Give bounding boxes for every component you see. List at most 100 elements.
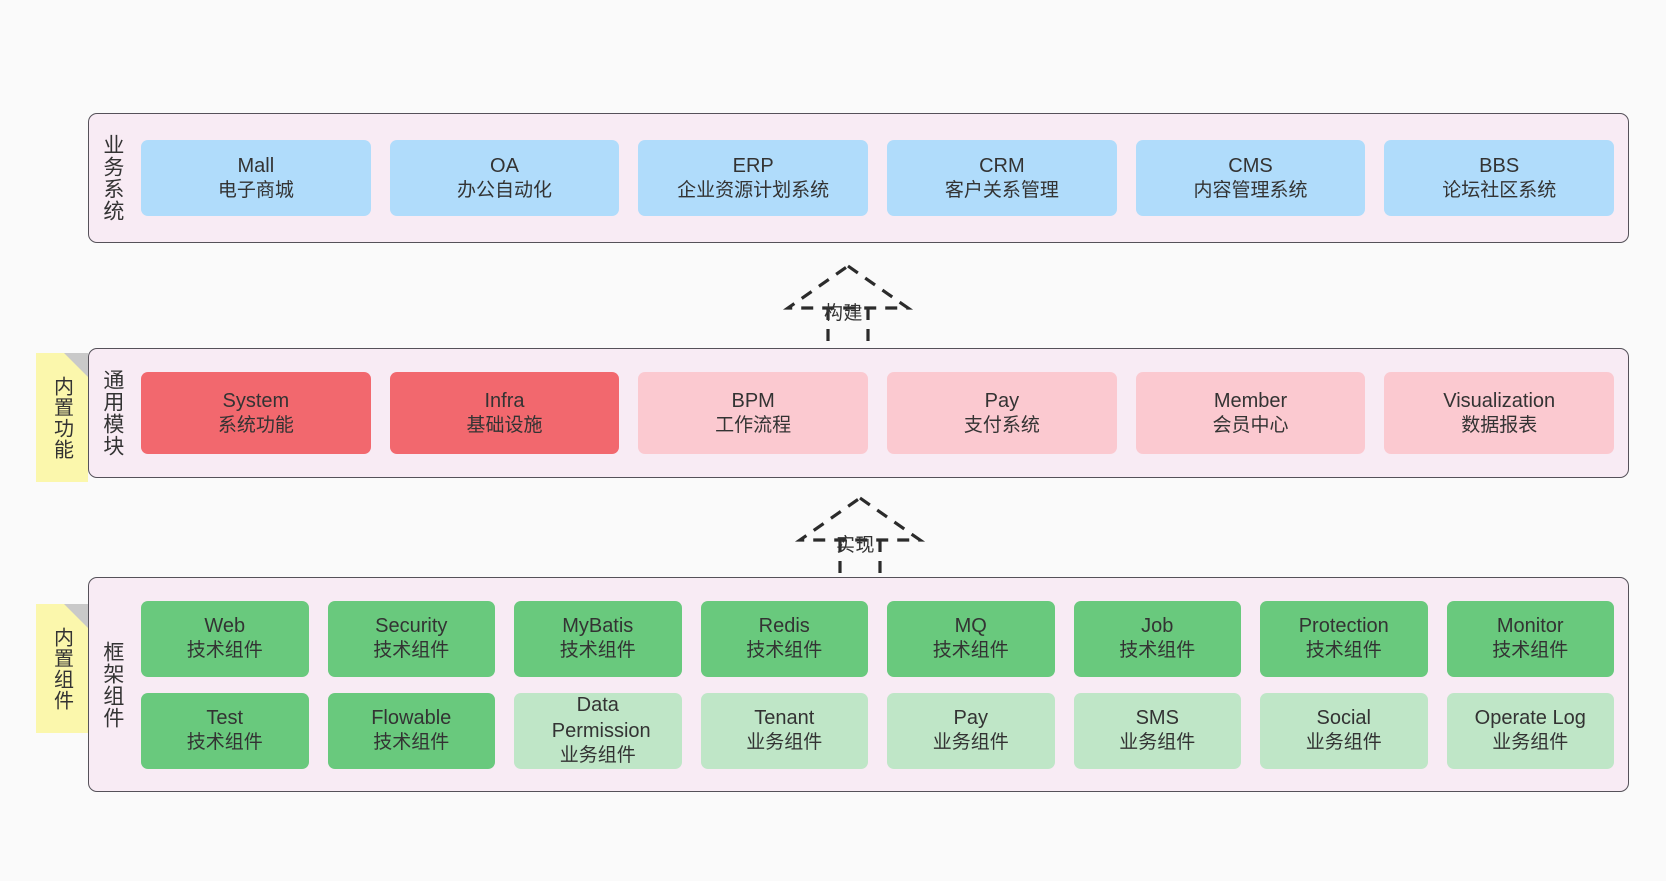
node-operate-log-en: Operate Log [1474, 707, 1586, 730]
common-modules-row: System 系统功能 Infra 基础设施 BPM 工作流程 Pay 支付系统… [141, 372, 1615, 454]
note-builtin-functions-label: 内置功能 [50, 375, 73, 460]
node-job-en: Job [1141, 615, 1174, 638]
connector-implement: 实现 [772, 494, 952, 574]
node-pay-component[interactable]: Pay 业务组件 [887, 692, 1055, 769]
node-web-cn: 技术组件 [186, 640, 263, 662]
note-fold-corner-icon [64, 353, 88, 377]
node-bpm[interactable]: BPM 工作流程 [638, 372, 869, 454]
connector-build: 构建 [760, 262, 940, 342]
node-visualization-en: Visualization [1443, 389, 1556, 412]
layer-business-systems-body: Mall 电子商城 OA 办公自动化 ERP 企业资源计划系统 CRM 客户关系… [135, 114, 1628, 242]
node-bbs-en: BBS [1479, 154, 1520, 177]
layer-framework-components[interactable]: 框架组件 Web 技术组件 Security 技术组件 MyBatis 技术组件… [88, 577, 1629, 792]
node-bbs[interactable]: BBS 论坛社区系统 [1384, 140, 1615, 216]
note-fold-corner-icon [64, 604, 88, 628]
node-bbs-cn: 论坛社区系统 [1442, 179, 1557, 201]
layer-framework-components-title: 框架组件 [100, 640, 124, 729]
node-infra-en: Infra [484, 389, 525, 412]
node-tenant-cn: 业务组件 [746, 732, 823, 754]
node-bpm-en: BPM [731, 389, 775, 412]
node-monitor-cn: 技术组件 [1492, 640, 1569, 662]
node-oa-cn: 办公自动化 [457, 179, 553, 201]
node-mq[interactable]: MQ 技术组件 [887, 600, 1055, 677]
node-protection-en: Protection [1298, 615, 1389, 638]
node-system-cn: 系统功能 [217, 414, 294, 436]
node-social-en: Social [1316, 707, 1371, 730]
node-data-permission-en: Data Permission [551, 694, 651, 743]
node-pay-module[interactable]: Pay 支付系统 [887, 372, 1117, 454]
node-test[interactable]: Test 技术组件 [141, 692, 309, 769]
framework-biz-components-row: Test 技术组件 Flowable 技术组件 Data Permission … [141, 692, 1614, 769]
node-erp[interactable]: ERP 企业资源计划系统 [638, 140, 869, 216]
node-job[interactable]: Job 技术组件 [1073, 600, 1241, 677]
node-crm-cn: 客户关系管理 [944, 179, 1059, 201]
node-mybatis-cn: 技术组件 [559, 640, 636, 662]
connector-build-label: 构建 [824, 303, 864, 324]
layer-common-modules[interactable]: 通用模块 System 系统功能 Infra 基础设施 BPM 工作流程 Pay [88, 348, 1629, 478]
node-member[interactable]: Member 会员中心 [1135, 372, 1366, 454]
node-social-cn: 业务组件 [1305, 732, 1382, 754]
node-flowable[interactable]: Flowable 技术组件 [327, 692, 495, 769]
node-redis-cn: 技术组件 [746, 640, 823, 662]
note-builtin-components[interactable]: 内置组件 [36, 604, 88, 733]
node-data-permission[interactable]: Data Permission 业务组件 [514, 692, 682, 769]
generalization-arrowhead [782, 264, 914, 310]
layer-common-modules-body: System 系统功能 Infra 基础设施 BPM 工作流程 Pay 支付系统… [135, 349, 1628, 477]
node-protection-cn: 技术组件 [1305, 640, 1382, 662]
node-infra-cn: 基础设施 [466, 414, 543, 436]
node-cms-en: CMS [1228, 154, 1273, 177]
layer-framework-components-body: Web 技术组件 Security 技术组件 MyBatis 技术组件 Redi… [135, 578, 1628, 791]
node-pay-component-cn: 业务组件 [932, 732, 1009, 754]
note-builtin-components-label: 内置组件 [50, 626, 73, 711]
node-redis-en: Redis [758, 615, 810, 638]
node-mall-cn: 电子商城 [217, 179, 294, 201]
node-visualization[interactable]: Visualization 数据报表 [1384, 372, 1615, 454]
note-builtin-functions[interactable]: 内置功能 [36, 353, 88, 482]
node-security-cn: 技术组件 [373, 640, 450, 662]
node-oa[interactable]: OA 办公自动化 [389, 140, 620, 216]
node-infra[interactable]: Infra 基础设施 [389, 372, 620, 454]
node-mq-cn: 技术组件 [932, 640, 1009, 662]
node-member-cn: 会员中心 [1212, 414, 1289, 436]
node-job-cn: 技术组件 [1119, 640, 1196, 662]
node-protection[interactable]: Protection 技术组件 [1260, 600, 1428, 677]
node-crm-en: CRM [979, 154, 1025, 177]
node-visualization-cn: 数据报表 [1461, 414, 1538, 436]
framework-tech-components-row: Web 技术组件 Security 技术组件 MyBatis 技术组件 Redi… [141, 600, 1614, 677]
node-operate-log-cn: 业务组件 [1492, 732, 1569, 754]
node-mybatis-en: MyBatis [562, 615, 634, 638]
node-pay-module-cn: 支付系统 [963, 414, 1040, 436]
business-systems-row: Mall 电子商城 OA 办公自动化 ERP 企业资源计划系统 CRM 客户关系… [141, 140, 1615, 216]
node-monitor-en: Monitor [1496, 615, 1564, 638]
node-cms[interactable]: CMS 内容管理系统 [1135, 140, 1366, 216]
node-tenant[interactable]: Tenant 业务组件 [700, 692, 868, 769]
node-sms[interactable]: SMS 业务组件 [1073, 692, 1241, 769]
node-oa-en: OA [490, 154, 519, 177]
node-security-en: Security [375, 615, 448, 638]
node-mybatis[interactable]: MyBatis 技术组件 [514, 600, 682, 677]
node-security[interactable]: Security 技术组件 [327, 600, 495, 677]
layer-business-systems[interactable]: 业务系统 Mall 电子商城 OA 办公自动化 ERP 企业资源计划系统 CRM [88, 113, 1629, 243]
node-system[interactable]: System 系统功能 [141, 372, 371, 454]
node-monitor[interactable]: Monitor 技术组件 [1446, 600, 1614, 677]
node-mall[interactable]: Mall 电子商城 [141, 140, 371, 216]
node-member-en: Member [1213, 389, 1288, 412]
node-system-en: System [222, 389, 290, 412]
node-redis[interactable]: Redis 技术组件 [700, 600, 868, 677]
connector-implement-label: 实现 [836, 535, 876, 556]
node-cms-cn: 内容管理系统 [1193, 179, 1308, 201]
node-sms-en: SMS [1135, 707, 1179, 730]
node-test-en: Test [206, 707, 244, 730]
node-flowable-cn: 技术组件 [373, 732, 450, 754]
node-operate-log[interactable]: Operate Log 业务组件 [1446, 692, 1614, 769]
node-crm[interactable]: CRM 客户关系管理 [887, 140, 1117, 216]
layer-business-systems-title: 业务系统 [100, 134, 124, 222]
node-mq-en: MQ [954, 615, 987, 638]
node-pay-module-en: Pay [984, 389, 1020, 412]
node-social[interactable]: Social 业务组件 [1260, 692, 1428, 769]
node-web[interactable]: Web 技术组件 [141, 600, 309, 677]
node-test-cn: 技术组件 [186, 732, 263, 754]
node-tenant-en: Tenant [754, 707, 815, 730]
node-mall-en: Mall [237, 154, 275, 177]
